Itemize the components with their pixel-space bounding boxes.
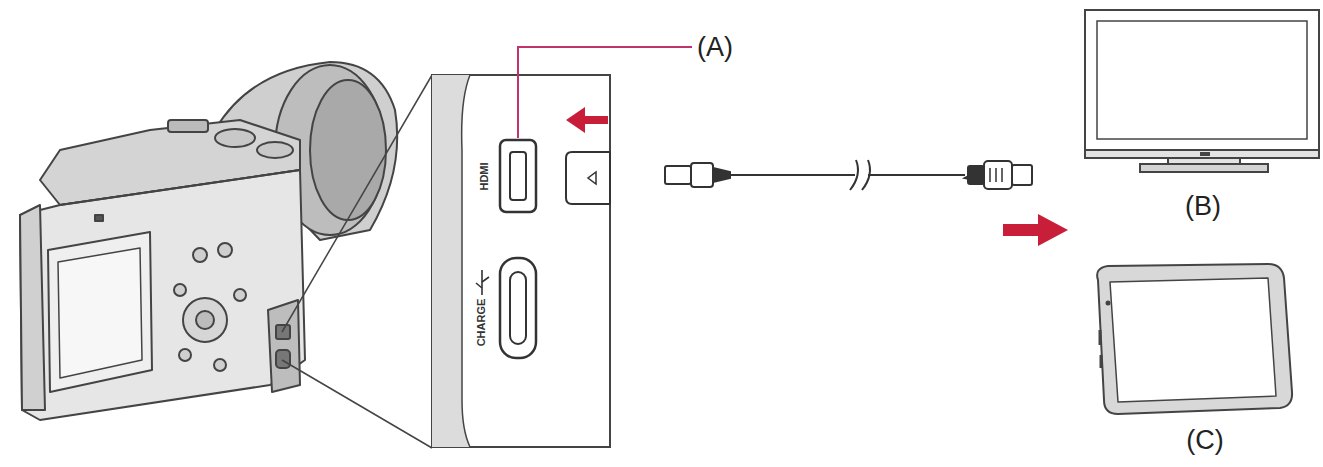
leader-line <box>518 47 692 138</box>
callout-label: (A) <box>697 34 733 61</box>
inset <box>432 75 610 447</box>
tv <box>1085 10 1319 172</box>
monitor <box>1097 264 1292 414</box>
inset-leader <box>282 75 432 448</box>
camera <box>20 62 397 420</box>
direction-arrow <box>1003 214 1068 246</box>
callout-label: (C) <box>1186 427 1223 454</box>
callout-label: (B) <box>1185 193 1221 220</box>
hdmi-cable <box>665 160 1032 190</box>
port-marking: HDMI <box>478 162 489 190</box>
port-marking: CHARGE <box>476 298 487 346</box>
